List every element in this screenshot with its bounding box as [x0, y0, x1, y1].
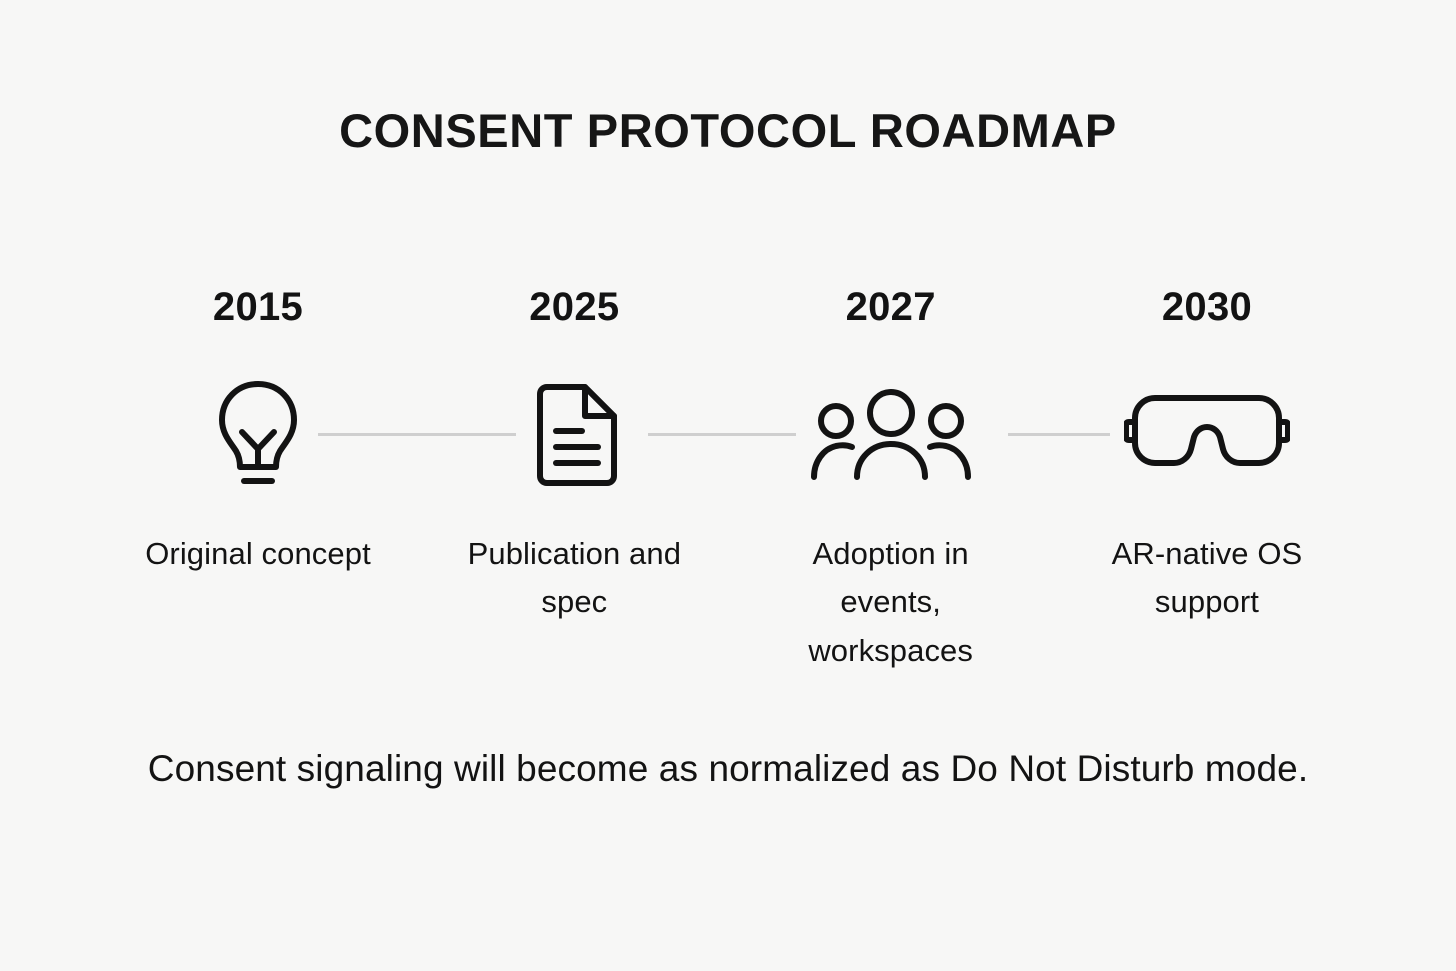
lightbulb-icon: [198, 376, 318, 494]
page-title: CONSENT PROTOCOL ROADMAP: [339, 104, 1117, 157]
people-group-icon: [795, 376, 986, 494]
milestone-2030: 2030 AR-native OS support: [1089, 286, 1325, 627]
document-icon: [516, 376, 633, 494]
milestone-year: 2025: [529, 285, 620, 329]
milestone-caption: Adoption in events, workspaces: [808, 536, 973, 668]
milestone-list: 2015 Original concept 2025: [140, 286, 1325, 676]
milestone-year: 2015: [212, 285, 304, 329]
milestone-2025: 2025 Publication and spec: [456, 286, 692, 627]
milestone-caption: AR-native OS support: [1111, 536, 1303, 620]
timeline: 2015 Original concept 2025: [140, 286, 1325, 676]
vr-headset-icon: [1109, 376, 1304, 494]
connector-line-2: [648, 433, 880, 436]
connector-line-1: [314, 433, 546, 436]
milestone-2015: 2015 Original concept: [140, 286, 376, 578]
milestone-2027: 2027 Adoption in events, workspaces: [773, 286, 1009, 675]
milestone-caption: Original concept: [145, 536, 371, 571]
milestone-year: 2027: [845, 285, 936, 329]
milestone-caption: Publication and spec: [467, 536, 682, 620]
connector-line-3: [1008, 433, 1132, 436]
footer-statement: Consent signaling will become as normali…: [147, 748, 1309, 789]
milestone-year: 2030: [1161, 285, 1253, 329]
